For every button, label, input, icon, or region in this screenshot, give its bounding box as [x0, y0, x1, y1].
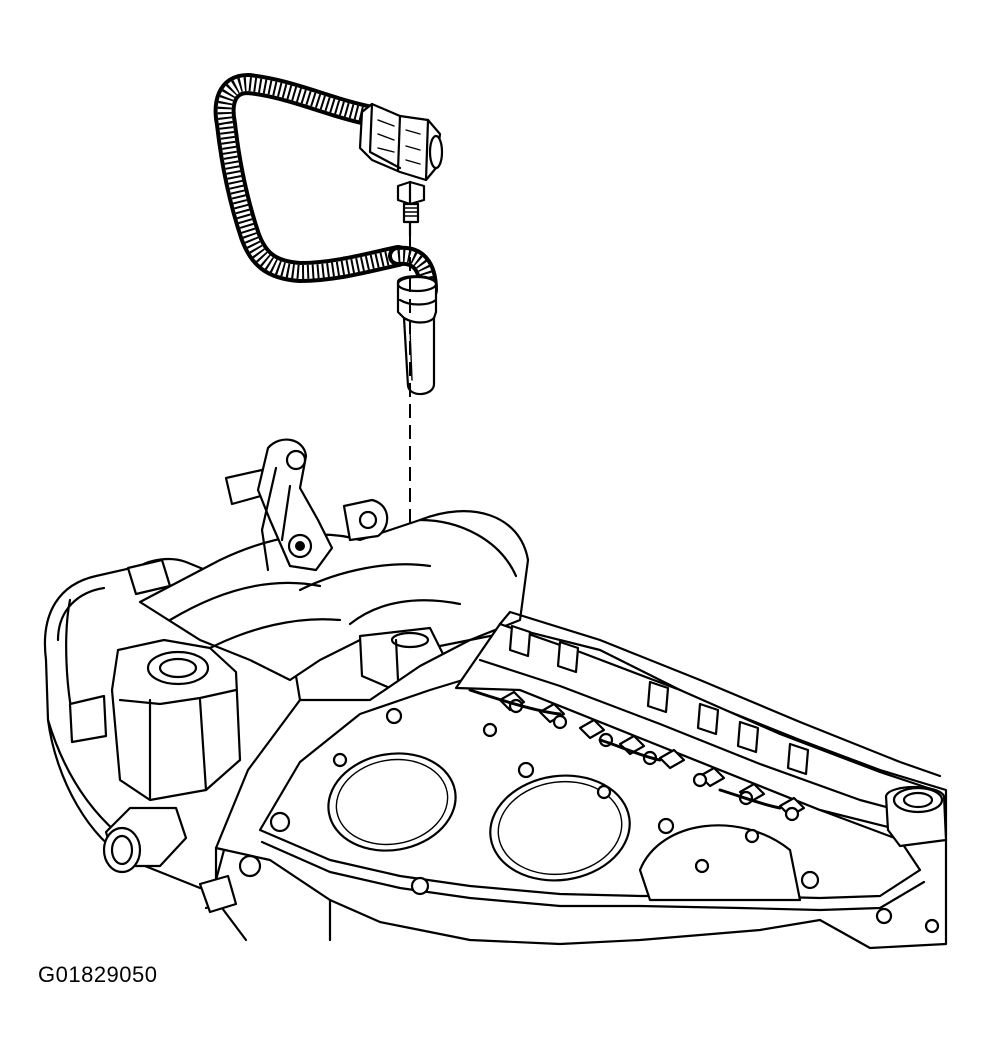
harness-connector: [358, 102, 444, 182]
engine-block: [43, 438, 948, 950]
sensor-body: [396, 275, 438, 396]
figure-code: G01829050: [38, 962, 158, 987]
rocker-arms: [468, 688, 806, 822]
mounting-bolt: [396, 180, 426, 238]
